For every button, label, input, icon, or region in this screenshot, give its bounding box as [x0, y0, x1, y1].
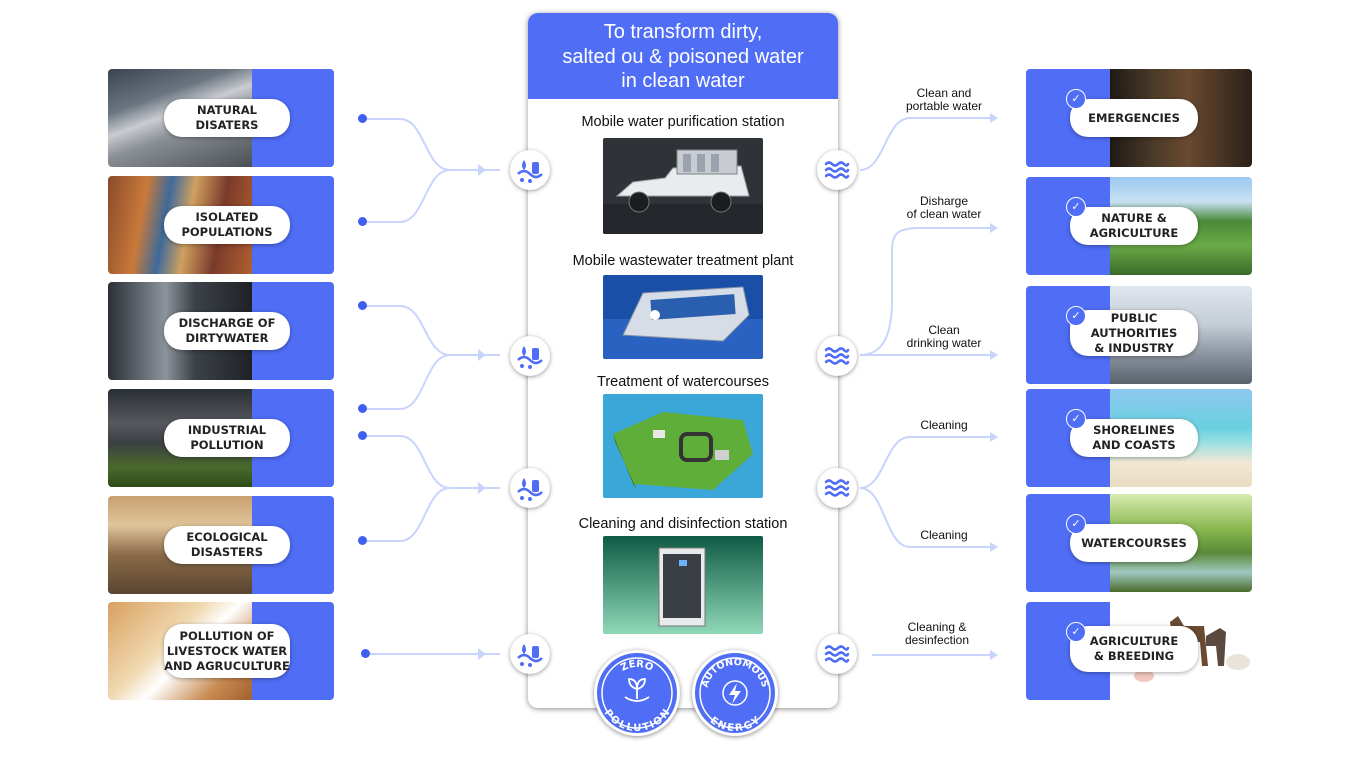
- source-label: ECOLOGICAL DISASTERS: [164, 526, 290, 564]
- use-card-nature-agriculture: ✓ NATURE & AGRICULTURE: [1026, 177, 1252, 275]
- source-label: NATURAL DISATERS: [164, 99, 290, 137]
- water-waves-icon: [817, 634, 857, 674]
- solution-title: Mobile wastewater treatment plant: [572, 253, 794, 269]
- use-card-public-authorities: ✓ PUBLIC AUTHORITIES & INDUSTRY: [1026, 286, 1252, 384]
- check-icon: ✓: [1066, 89, 1086, 109]
- solution-title: Mobile water purification station: [581, 114, 785, 130]
- drop-bottle-icon: [510, 634, 550, 674]
- panel-header: To transform dirty, salted ou & poisoned…: [528, 13, 838, 99]
- source-label: POLLUTION OF LIVESTOCK WATER AND AGRUCUL…: [164, 624, 290, 678]
- source-card-natural-disasters: NATURAL DISATERS: [108, 69, 334, 167]
- use-label: PUBLIC AUTHORITIES & INDUSTRY: [1070, 310, 1198, 356]
- connector-dot: [361, 649, 370, 658]
- connector-dot: [358, 301, 367, 310]
- cabinet-unit-photo: [603, 536, 763, 634]
- connector-dot: [358, 431, 367, 440]
- source-card-discharge-dirtywater: DISCHARGE OF DIRTYWATER: [108, 282, 334, 380]
- island-map-photo: [603, 394, 763, 498]
- source-card-ecological-disasters: ECOLOGICAL DISASTERS: [108, 496, 334, 594]
- source-label: ISOLATED POPULATIONS: [164, 206, 290, 244]
- check-icon: ✓: [1066, 306, 1086, 326]
- use-label: EMERGENCIES: [1070, 99, 1198, 137]
- svg-text:ZÉRO: ZÉRO: [619, 657, 655, 674]
- use-card-agriculture-breeding: ✓ AGRICULTURE & BREEDING: [1026, 602, 1252, 700]
- zero-pollution-badge: ZÉRO POLLUTION: [594, 650, 680, 736]
- source-card-livestock-pollution: POLLUTION OF LIVESTOCK WATER AND AGRUCUL…: [108, 602, 334, 700]
- connector-dot: [358, 404, 367, 413]
- source-label: INDUSTRIAL POLLUTION: [164, 419, 290, 457]
- flow-label: Clean drinking water: [906, 323, 982, 350]
- floating-plant-photo: [603, 275, 763, 359]
- drop-bottle-icon: [510, 336, 550, 376]
- source-card-isolated-populations: ISOLATED POPULATIONS: [108, 176, 334, 274]
- flow-label: Disharge of clean water: [906, 194, 982, 221]
- connector-dot: [358, 114, 367, 123]
- badge-text-top: ZÉRO: [619, 657, 655, 674]
- flow-label: Cleaning: [920, 528, 968, 542]
- flow-label: Cleaning & desinfection: [904, 620, 970, 647]
- badge-text-bottom: POLLUTION: [602, 708, 673, 734]
- flow-label: Clean and portable water: [905, 86, 983, 113]
- use-label: WATERCOURSES: [1070, 524, 1198, 562]
- use-card-watercourses: ✓ WATERCOURSES: [1026, 494, 1252, 592]
- connector-dot: [358, 536, 367, 545]
- source-label: DISCHARGE OF DIRTYWATER: [164, 312, 290, 350]
- solution-title: Cleaning and disinfection station: [578, 516, 788, 532]
- drop-bottle-icon: [510, 150, 550, 190]
- lightning-icon: [729, 683, 741, 704]
- use-card-emergencies: ✓ EMERGENCIES: [1026, 69, 1252, 167]
- connector-dot: [358, 217, 367, 226]
- leaf-hand-icon: [624, 678, 650, 702]
- badge-text-bottom: ENERGY: [708, 715, 763, 735]
- water-waves-icon: [817, 150, 857, 190]
- badge-text-top: AUTONOMOUS: [700, 657, 771, 689]
- water-waves-icon: [817, 336, 857, 376]
- check-icon: ✓: [1066, 197, 1086, 217]
- drop-bottle-icon: [510, 468, 550, 508]
- pickup-truck-photo: [603, 138, 763, 234]
- use-label: AGRICULTURE & BREEDING: [1070, 626, 1198, 672]
- use-card-shorelines: ✓ SHORELINES AND COASTS: [1026, 389, 1252, 487]
- svg-text:ENERGY: ENERGY: [708, 715, 763, 733]
- flow-label: Cleaning: [920, 418, 968, 432]
- use-label: SHORELINES AND COASTS: [1070, 419, 1198, 457]
- water-waves-icon: [817, 468, 857, 508]
- solution-title: Treatment of watercourses: [597, 374, 769, 390]
- check-icon: ✓: [1066, 622, 1086, 642]
- source-card-industrial-pollution: INDUSTRIAL POLLUTION: [108, 389, 334, 487]
- svg-text:POLLUTION: POLLUTION: [602, 708, 673, 733]
- svg-text:AUTONOMOUS: AUTONOMOUS: [700, 657, 771, 689]
- check-icon: ✓: [1066, 409, 1086, 429]
- autonomous-energy-badge: AUTONOMOUS ENERGY: [692, 650, 778, 736]
- use-label: NATURE & AGRICULTURE: [1070, 207, 1198, 245]
- check-icon: ✓: [1066, 514, 1086, 534]
